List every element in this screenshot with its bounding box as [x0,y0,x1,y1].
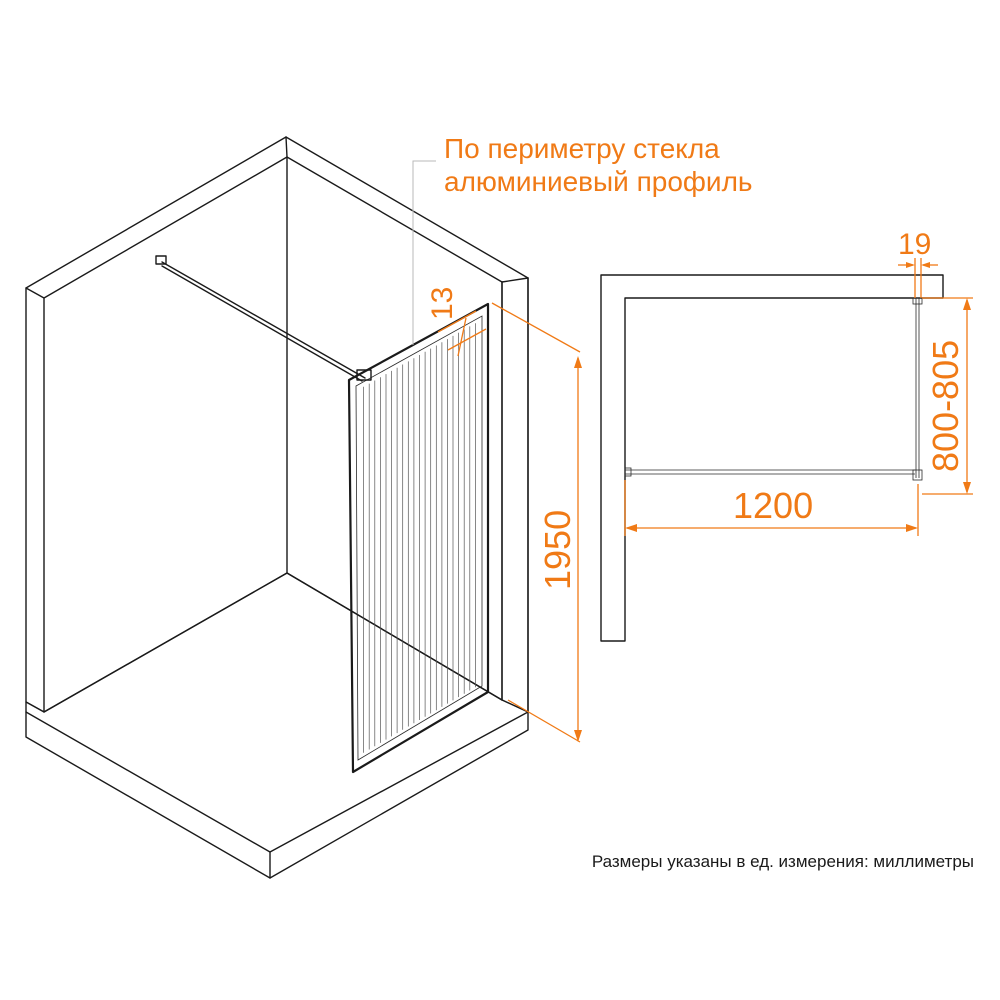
note-line-1: По периметру стекла [444,133,720,164]
plan-view [600,274,944,642]
fluted-glass-pattern [363,323,476,753]
side-width-label: 19 [898,228,931,261]
units-footnote: Размеры указаны в ед. измерения: миллиме… [591,852,974,871]
profile-thickness-label: 13 [426,287,459,320]
profile-note: По периметру стекла алюминиевый профиль [412,133,753,345]
width-dimension: 1200 [624,480,919,536]
room-isometric [25,136,529,879]
height-label: 1950 [537,510,578,590]
depth-dimension: 800-805 [922,297,973,495]
height-dimension: 1950 [491,302,582,743]
plan-wall [600,274,944,642]
depth-label: 800-805 [925,340,966,472]
profile-thickness-dimension: 13 [426,287,487,357]
width-label: 1200 [733,485,813,526]
bar-connector [356,369,372,381]
wall-bracket [155,255,167,265]
stabilizer-bar [161,261,366,379]
note-line-2: алюминиевый профиль [444,166,753,197]
side-width-dimension: 19 [898,228,938,298]
